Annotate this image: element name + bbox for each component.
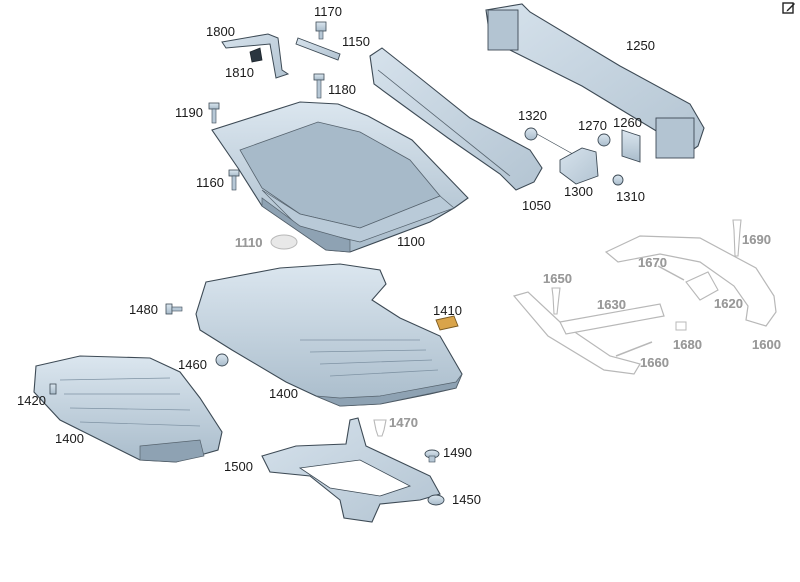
callout-1100[interactable]: 1100 (397, 234, 425, 249)
callout-1400-main[interactable]: 1400 (269, 386, 298, 401)
callout-1320[interactable]: 1320 (518, 108, 547, 123)
part-1110-plug-ghost[interactable] (270, 234, 298, 250)
callout-1150[interactable]: 1150 (342, 34, 370, 49)
part-1270-cap[interactable] (597, 133, 611, 147)
callout-1050[interactable]: 1050 (522, 198, 551, 213)
part-1490-nut[interactable] (424, 449, 440, 463)
callout-1180[interactable]: 1180 (328, 82, 356, 97)
part-1470-plug-ghost[interactable] (373, 419, 387, 437)
part-1310-nut[interactable] (612, 174, 624, 186)
callout-1630[interactable]: 1630 (597, 297, 626, 312)
callout-1500[interactable]: 1500 (224, 459, 253, 474)
callout-1800[interactable]: 1800 (206, 24, 235, 39)
callout-1300[interactable]: 1300 (564, 184, 593, 199)
part-1460-nut[interactable] (215, 353, 229, 367)
part-1170-nut[interactable] (315, 21, 327, 40)
part-1050-crossmember[interactable] (369, 47, 543, 191)
callout-1270[interactable]: 1270 (578, 118, 607, 133)
part-1480-bolt[interactable] (165, 303, 183, 315)
callout-1190[interactable]: 1190 (175, 105, 203, 120)
callout-1260[interactable]: 1260 (613, 115, 642, 130)
part-1400-underbody-panel[interactable] (33, 355, 223, 463)
callout-1810[interactable]: 1810 (225, 65, 254, 80)
ghost-assembly-1600[interactable] (512, 219, 777, 375)
callout-1310[interactable]: 1310 (616, 189, 645, 204)
callout-1250[interactable]: 1250 (626, 38, 655, 53)
part-1800-bracket[interactable] (221, 33, 290, 79)
part-1100-spare-wheel-well[interactable] (211, 101, 469, 253)
part-1150-strap[interactable] (295, 37, 341, 61)
callout-1160[interactable]: 1160 (196, 175, 224, 190)
part-1250-bumper-beam[interactable] (485, 3, 705, 159)
part-1410-clip[interactable] (435, 315, 459, 331)
callout-1660[interactable]: 1660 (640, 355, 669, 370)
part-1420-clip[interactable] (49, 383, 57, 395)
edit-icon[interactable] (782, 1, 796, 15)
part-1400-floor-panel-main[interactable] (195, 263, 463, 407)
callout-1670[interactable]: 1670 (638, 255, 667, 270)
part-1180-bolt[interactable] (313, 73, 325, 99)
part-1500-subframe[interactable] (261, 417, 441, 523)
callout-1450[interactable]: 1450 (452, 492, 481, 507)
part-1260-plate[interactable] (621, 129, 641, 163)
part-1190-bolt[interactable] (208, 102, 220, 124)
callout-1490[interactable]: 1490 (443, 445, 472, 460)
callout-1690[interactable]: 1690 (742, 232, 771, 247)
callout-1110[interactable]: 1110 (235, 235, 263, 250)
part-1300-bracket[interactable] (559, 147, 599, 185)
callout-1680[interactable]: 1680 (673, 337, 702, 352)
part-1810-clip[interactable] (249, 47, 263, 63)
callout-1620[interactable]: 1620 (714, 296, 743, 311)
callout-1400-underbody[interactable]: 1400 (55, 431, 84, 446)
part-1160-bolt[interactable] (228, 169, 240, 191)
callout-1410[interactable]: 1410 (433, 303, 462, 318)
callout-1420[interactable]: 1420 (17, 393, 46, 408)
callout-1470[interactable]: 1470 (389, 415, 418, 430)
part-1450-nut[interactable] (427, 494, 445, 506)
callout-1480[interactable]: 1480 (129, 302, 158, 317)
callout-1650[interactable]: 1650 (543, 271, 572, 286)
callout-1600[interactable]: 1600 (752, 337, 781, 352)
edit-icon-glyph (782, 2, 795, 14)
callout-1170[interactable]: 1170 (314, 4, 342, 19)
callout-1460[interactable]: 1460 (178, 357, 207, 372)
